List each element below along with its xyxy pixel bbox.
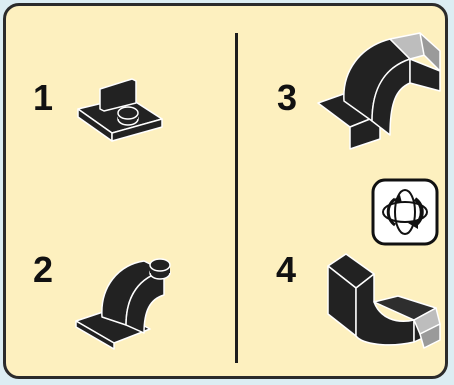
step-number-2: 2 xyxy=(33,249,53,291)
rotate-model-icon xyxy=(370,177,440,247)
step-1-brick-image xyxy=(70,71,170,151)
step-number-3: 3 xyxy=(277,77,297,119)
step-2-brick-image xyxy=(68,251,178,351)
step-number-4: 4 xyxy=(276,249,296,291)
instruction-panel: 1 2 3 4 xyxy=(3,3,448,379)
step-number-1: 1 xyxy=(33,77,53,119)
step-4-brick-image xyxy=(316,244,446,359)
step-3-brick-image xyxy=(314,31,449,151)
column-divider xyxy=(235,33,238,363)
